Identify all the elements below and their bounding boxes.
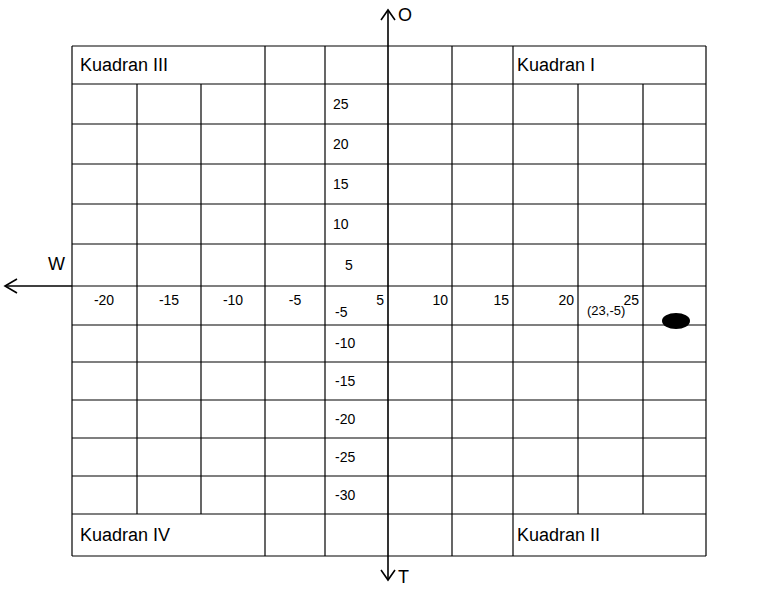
point-label: (23,-5) bbox=[587, 304, 625, 319]
grid-line bbox=[577, 84, 578, 514]
grid-line bbox=[72, 123, 706, 124]
axis-number: 10 bbox=[333, 216, 349, 232]
grid-line bbox=[72, 324, 706, 325]
axis-number: -25 bbox=[335, 449, 355, 465]
axis-number: -20 bbox=[94, 292, 114, 308]
grid-line bbox=[72, 45, 706, 46]
quadrant-label: Kuadran I bbox=[517, 55, 595, 76]
grid-line bbox=[72, 475, 706, 476]
axis-number: -10 bbox=[223, 292, 243, 308]
x-axis bbox=[5, 285, 72, 287]
grid-line bbox=[72, 361, 706, 362]
quadrant-label: Kuadran II bbox=[517, 525, 600, 546]
axis-arrowhead bbox=[381, 10, 395, 20]
axis-number: 20 bbox=[333, 136, 349, 152]
grid-line bbox=[72, 203, 706, 204]
grid-line bbox=[705, 46, 706, 556]
grid-line bbox=[136, 84, 137, 514]
grid-line bbox=[72, 285, 706, 286]
axis-number: 15 bbox=[493, 292, 509, 308]
axis-number: -20 bbox=[335, 411, 355, 427]
axis-number: 20 bbox=[558, 292, 574, 308]
axis-number: 25 bbox=[333, 96, 349, 112]
grid-line bbox=[72, 513, 706, 514]
axis-number: -15 bbox=[159, 292, 179, 308]
compass-letter: O bbox=[398, 5, 412, 26]
axis-number: 25 bbox=[623, 292, 639, 308]
grid-line bbox=[72, 437, 706, 438]
grid-line bbox=[324, 46, 325, 556]
axis-number: 15 bbox=[333, 176, 349, 192]
axis-arrowhead bbox=[381, 570, 395, 580]
point-marker bbox=[662, 313, 690, 329]
quadrant-label: Kuadran IV bbox=[80, 525, 170, 546]
compass-letter: T bbox=[398, 567, 409, 588]
compass-letter: W bbox=[48, 254, 65, 275]
grid-line bbox=[200, 84, 201, 514]
grid-line bbox=[72, 399, 706, 400]
grid-line bbox=[72, 83, 706, 84]
axis-number: -30 bbox=[335, 487, 355, 503]
grid-line bbox=[451, 46, 452, 556]
axis-number: -10 bbox=[335, 335, 355, 351]
grid-line bbox=[72, 163, 706, 164]
axis-number: 5 bbox=[376, 292, 384, 308]
y-axis bbox=[387, 10, 389, 580]
axis-number: 10 bbox=[432, 292, 448, 308]
grid-line bbox=[71, 46, 72, 556]
axis-number: 5 bbox=[345, 257, 353, 273]
grid-line bbox=[264, 46, 265, 556]
axis-number: -5 bbox=[289, 292, 301, 308]
grid-line bbox=[72, 243, 706, 244]
quadrant-label: Kuadran III bbox=[80, 55, 168, 76]
grid-line bbox=[642, 84, 643, 514]
grid-line bbox=[72, 555, 706, 556]
axis-number: -5 bbox=[335, 304, 347, 320]
axis-arrowhead bbox=[5, 279, 17, 293]
axis-number: -15 bbox=[335, 373, 355, 389]
grid-line bbox=[512, 46, 513, 556]
